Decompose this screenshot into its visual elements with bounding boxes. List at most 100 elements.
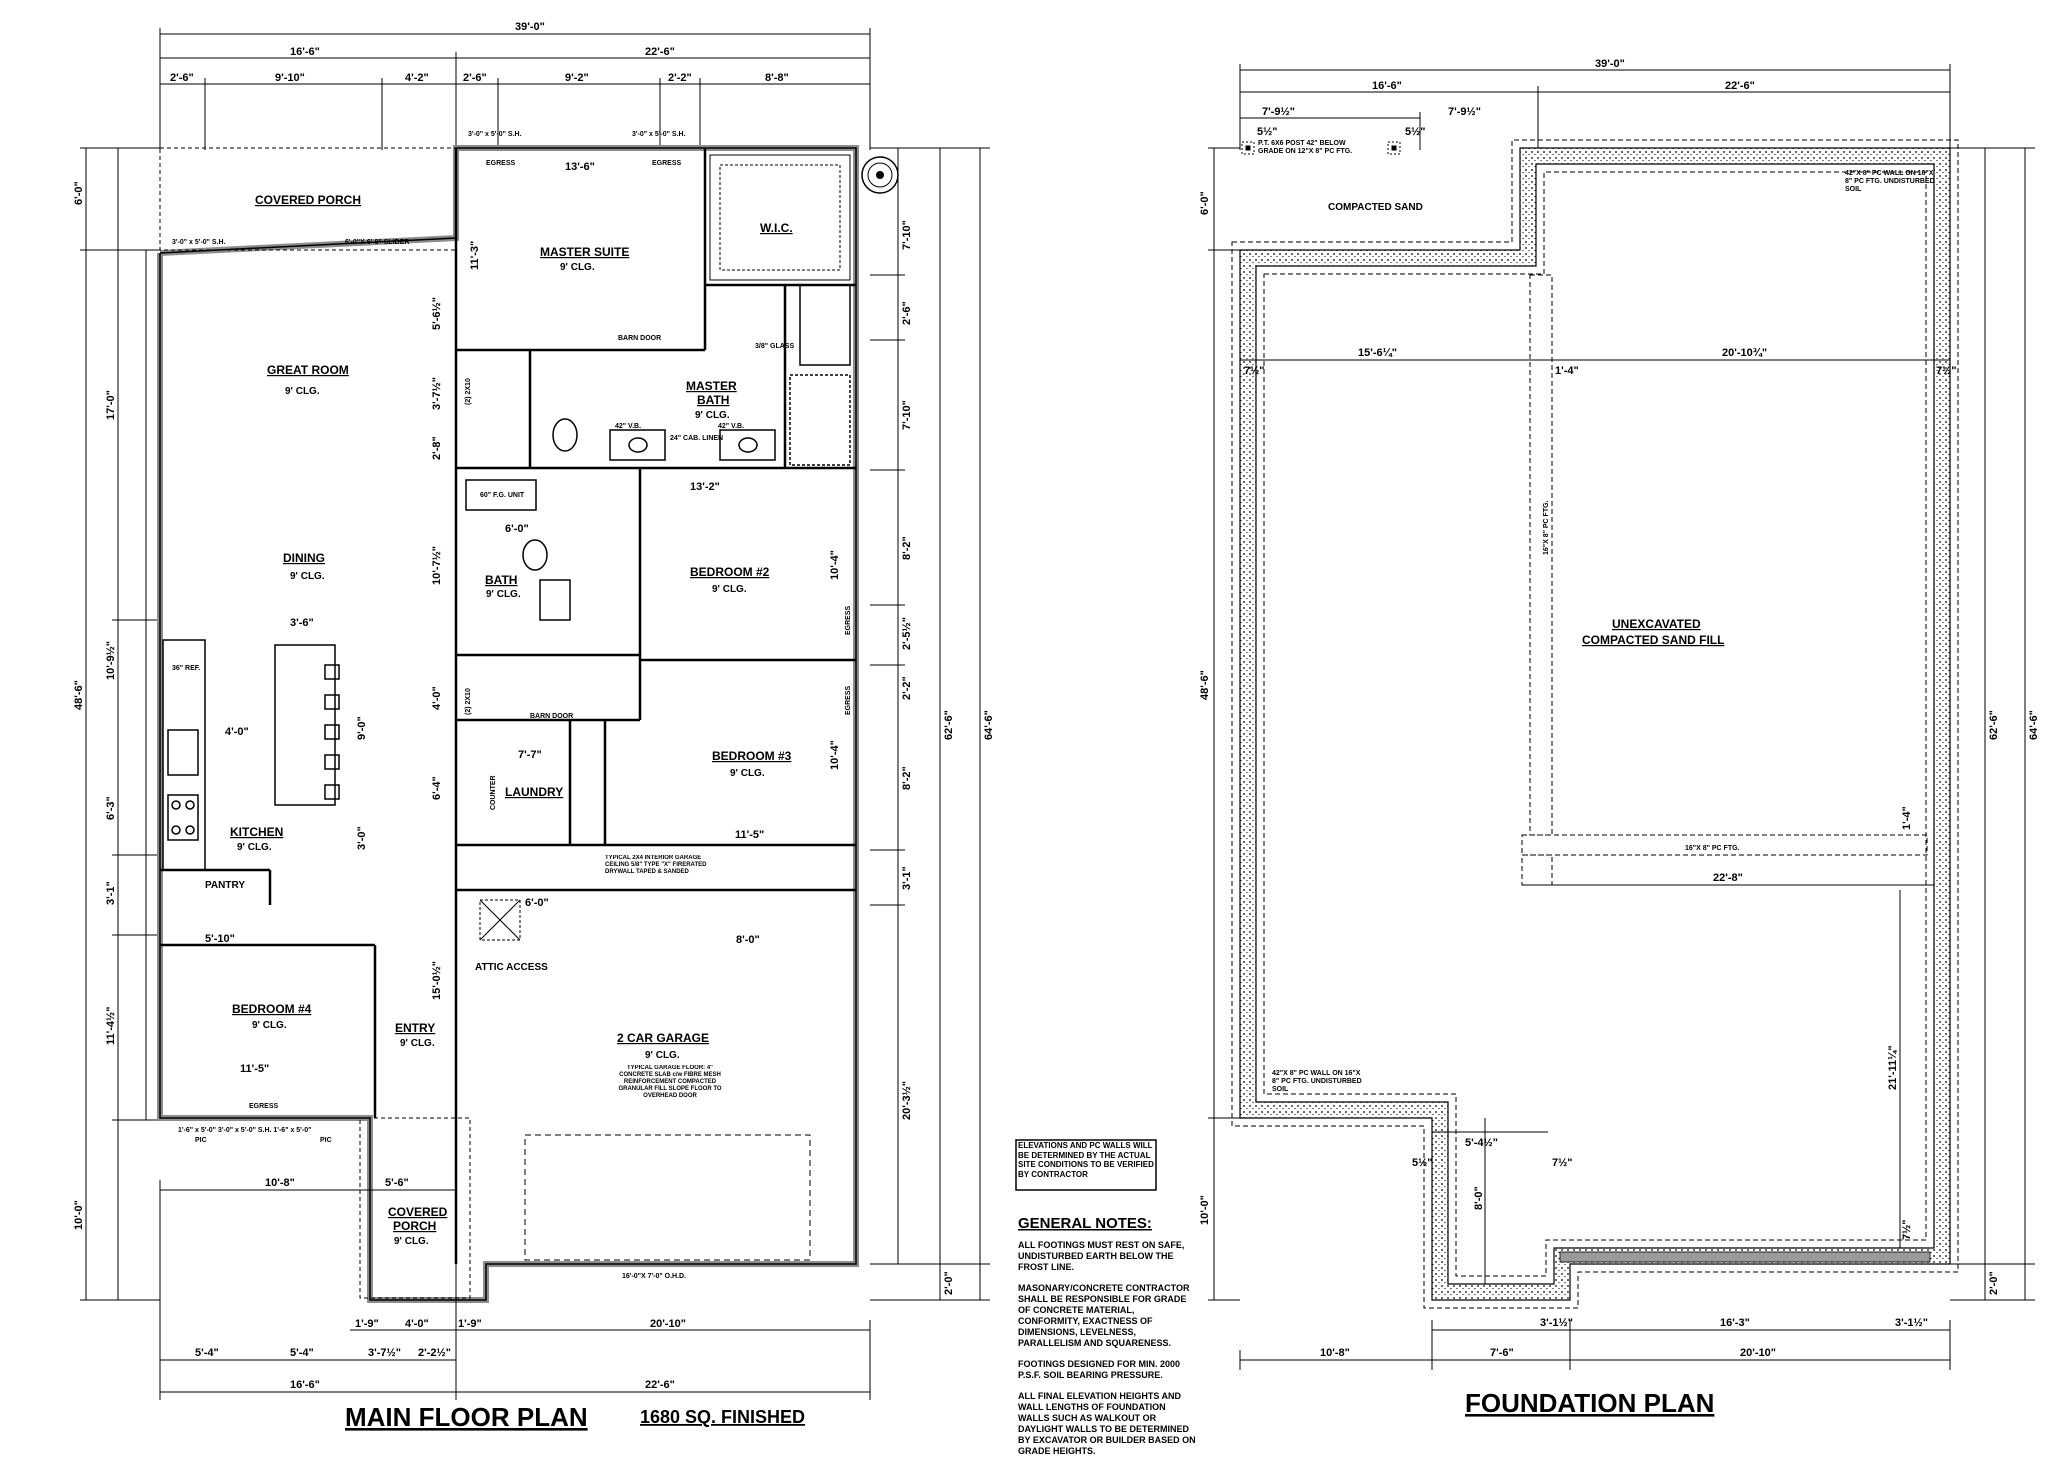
barn-door-label: BARN DOOR <box>618 335 661 342</box>
window-note: 3'-0" x 5'-0" S.H. <box>632 131 686 138</box>
foundation-plan-title: FOUNDATION PLAN <box>1465 1388 1714 1418</box>
footing-outline-outer <box>1231 139 1959 1309</box>
dim-bottom: 22'-6" <box>645 1379 675 1391</box>
dim-bottom: 20'-10" <box>650 1318 686 1330</box>
dim-left: 11'-4½" <box>105 1007 117 1045</box>
dim-top: 2'-6" <box>170 72 194 84</box>
dim-interior: 6'-0" <box>525 897 549 909</box>
dim-interior: 5'-6½" <box>431 297 443 330</box>
dim-right: 7'-10" <box>901 220 913 250</box>
room-master-bath: MASTER <box>686 379 737 393</box>
site-conditions-note: ELEVATIONS AND PC WALLS WILL BE DETERMIN… <box>1018 1141 1154 1179</box>
barn-door-label: BARN DOOR <box>530 713 573 720</box>
wall-note-bottom: 42"X 8" PC WALL ON 16"X 8" PC FTG. UNDIS… <box>1272 1070 1362 1093</box>
dim-foundation: 7½" <box>1901 1219 1913 1240</box>
dim-interior: 13'-2" <box>690 481 720 493</box>
room-bedroom-3: BEDROOM #3 <box>712 749 792 763</box>
room-master-suite: MASTER SUITE <box>540 245 629 259</box>
dim-right: 8'-2" <box>901 766 913 790</box>
garage-ceiling-note: TYPICAL 2X4 INTERIOR GARAGE CEILING 5/8"… <box>605 855 707 875</box>
dim-top: 2'-6" <box>463 72 487 84</box>
fixture-note: 60" F.G. UNIT <box>480 492 525 499</box>
ceiling-label: 9' CLG. <box>645 1050 680 1061</box>
garage-floor-note: TYPICAL GARAGE FLOOR: 4" CONCRETE SLAB c… <box>618 1065 722 1099</box>
notes-block: ELEVATIONS AND PC WALLS WILL BE DETERMIN… <box>1015 1139 1196 1456</box>
room-great-room: GREAT ROOM <box>267 363 349 377</box>
fixture-note: 3/8" GLASS <box>755 343 794 350</box>
general-note-item: ALL FOOTINGS MUST REST ON SAFE, UNDISTUR… <box>1018 1240 1185 1272</box>
dim-interior: 4'-0" <box>225 726 249 738</box>
unexcavated-label-2: COMPACTED SAND FILL <box>1582 633 1724 647</box>
garage-ceiling-note-text: TYPICAL 2X4 INTERIOR GARAGE CEILING 5/8"… <box>605 855 707 875</box>
dim-foundation: 22'-8" <box>1713 872 1743 884</box>
ceiling-label: 9' CLG. <box>394 1236 429 1247</box>
garage-grade-beam <box>1559 1251 1931 1263</box>
window-note: PIC <box>320 1137 332 1144</box>
foundation-right-dimensions <box>1950 147 2035 1301</box>
dim-interior: 11'-5" <box>735 829 764 841</box>
bath-fixtures <box>465 284 851 621</box>
dim-foundation: 48'-6" <box>1199 670 1211 700</box>
general-notes-heading: GENERAL NOTES: <box>1018 1215 1152 1232</box>
dim-left: 3'-1" <box>105 881 117 905</box>
dim-interior: 3'-0" <box>356 826 368 850</box>
garage-floor-note-text: TYPICAL GARAGE FLOOR: 4" CONCRETE SLAB c… <box>618 1065 722 1099</box>
egress-label: EGRESS <box>249 1103 279 1110</box>
fixture-note: 42" V.B. <box>615 423 641 430</box>
window-note: 1'-6" x 5'-0" 3'-0" x 5'-0" S.H. 1'-6" x… <box>178 1127 311 1134</box>
dim-right: 2'-2" <box>901 676 913 700</box>
dim-bottom: 1'-9" <box>458 1318 482 1330</box>
dim-right: 8'-2" <box>901 536 913 560</box>
dim-top: 4'-2" <box>405 72 429 84</box>
ceiling-label: 9' CLG. <box>695 410 730 421</box>
dim-foundation: 7'-9½" <box>1448 106 1481 118</box>
ceiling-label: 9' CLG. <box>712 584 747 595</box>
dim-left: 6'-0" <box>73 181 85 205</box>
dim-right: 7'-10" <box>901 400 913 430</box>
wall-note-bottom-text: 42"X 8" PC WALL ON 16"X 8" PC FTG. UNDIS… <box>1272 1070 1362 1093</box>
dim-top: 2'-2" <box>668 72 692 84</box>
dim-bottom: 10'-8" <box>265 1177 295 1189</box>
dim-foundation: 7½" <box>1552 1157 1573 1169</box>
general-notes-list: ALL FOOTINGS MUST REST ON SAFE, UNDISTUR… <box>1018 1240 1196 1456</box>
dim-foundation: 20'-10" <box>1740 1347 1776 1359</box>
dim-foundation: 7½" <box>1244 365 1265 377</box>
dim-foundation: 20'-10¾" <box>1722 347 1767 359</box>
dim-foundation: 10'-8" <box>1320 1347 1350 1359</box>
room-entry: ENTRY <box>395 1021 435 1035</box>
dim-foundation: 2'-0" <box>1988 1271 2000 1295</box>
bottom-dimensions <box>159 1180 871 1400</box>
window-note: 3'-0" x 5'-0" S.H. <box>468 131 522 138</box>
room-wic: W.I.C. <box>760 221 793 235</box>
dim-foundation: 22'-6" <box>1725 80 1755 92</box>
main-floor-plan: 39'-0" 16'-6" 22'-6" 2'-6" 9'-10" 4'-2" … <box>73 21 995 1432</box>
dim-bottom: 1'-9" <box>355 1318 379 1330</box>
dim-bottom: 4'-0" <box>405 1318 429 1330</box>
dim-overall-width: 39'-0" <box>515 21 545 33</box>
dim-left-width: 16'-6" <box>290 46 320 58</box>
dim-bottom: 5'-4" <box>195 1347 219 1359</box>
right-dimensions <box>870 147 990 1301</box>
foundation-inner-dimensions <box>1239 359 1951 1370</box>
dim-bottom: 5'-4" <box>290 1347 314 1359</box>
dim-foundation: 5'-4½" <box>1465 1137 1498 1149</box>
dim-interior: 10'-4" <box>829 550 841 580</box>
dim-interior: 7'-7" <box>518 749 542 761</box>
general-note-item: FOOTINGS DESIGNED FOR MIN. 2000 P.S.F. S… <box>1018 1359 1181 1380</box>
ceiling-label: 9' CLG. <box>486 589 521 600</box>
dim-left: 10'-0" <box>73 1200 85 1230</box>
interior-walls <box>160 148 856 1264</box>
dim-interior: 6'-0" <box>505 523 529 535</box>
dim-interior: 2'-8" <box>431 436 443 460</box>
fixture-note: 42" V.B. <box>718 423 744 430</box>
window-note: 3'-0" x 5'-0" S.H. <box>172 239 226 246</box>
fixture-note: (2) 2X10 <box>465 378 472 405</box>
dim-foundation: 15'-6¼" <box>1358 347 1397 359</box>
interior-footings <box>1521 274 1928 886</box>
dim-interior: 11'-5" <box>240 1063 269 1075</box>
dim-bottom: 16'-6" <box>290 1379 320 1391</box>
footing-outline <box>1263 171 1927 1277</box>
ceiling-label: 9' CLG. <box>252 1020 287 1031</box>
dim-interior: 15'-0½" <box>431 961 443 1000</box>
